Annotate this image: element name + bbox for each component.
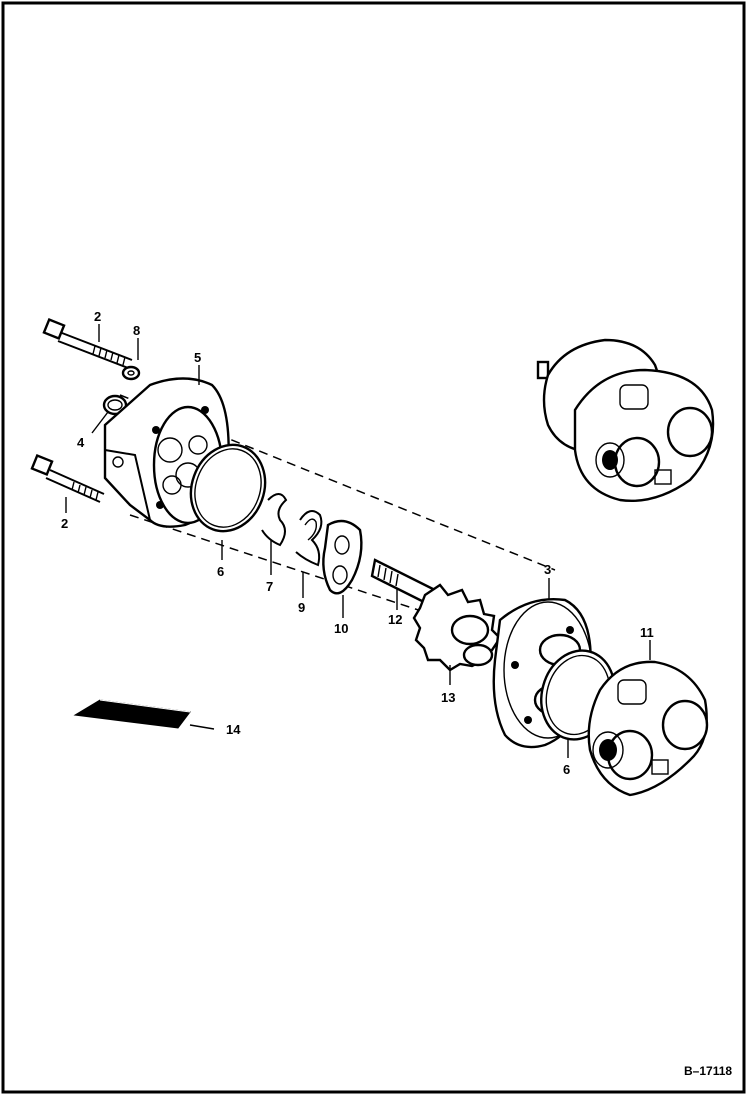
wear-plate-part-10 [322, 519, 363, 595]
decal-part-14 [73, 699, 191, 729]
washer-part-8 [121, 365, 141, 381]
callout-10: 10 [334, 621, 348, 636]
leader-lines [65, 324, 651, 758]
callout-11: 11 [640, 625, 654, 640]
callout-4: 4 [77, 435, 85, 450]
callout-3: 3 [544, 562, 551, 577]
callout-12: 12 [388, 612, 402, 627]
callout-8: 8 [133, 323, 140, 338]
callout-6-left: 6 [217, 564, 224, 579]
assembled-pump-reference [536, 338, 715, 502]
callout-5: 5 [194, 350, 201, 365]
callout-2-upper: 2 [94, 309, 101, 324]
drive-gear-part-13 [412, 583, 502, 672]
bolt-lower [30, 453, 105, 503]
callout-13: 13 [441, 690, 455, 705]
callout-6-right: 6 [563, 762, 570, 777]
bolt-upper [42, 317, 133, 369]
seal-ring-part-6-left [189, 443, 267, 533]
callout-7: 7 [266, 579, 273, 594]
seal-part-7 [261, 493, 288, 547]
rear-body-part-11 [587, 660, 709, 797]
gasket-part-9 [295, 510, 323, 567]
callout-2-lower: 2 [61, 516, 68, 531]
callout-9: 9 [298, 600, 305, 615]
callout-14: 14 [226, 722, 241, 737]
figure-reference-code: B–17118 [684, 1064, 732, 1078]
